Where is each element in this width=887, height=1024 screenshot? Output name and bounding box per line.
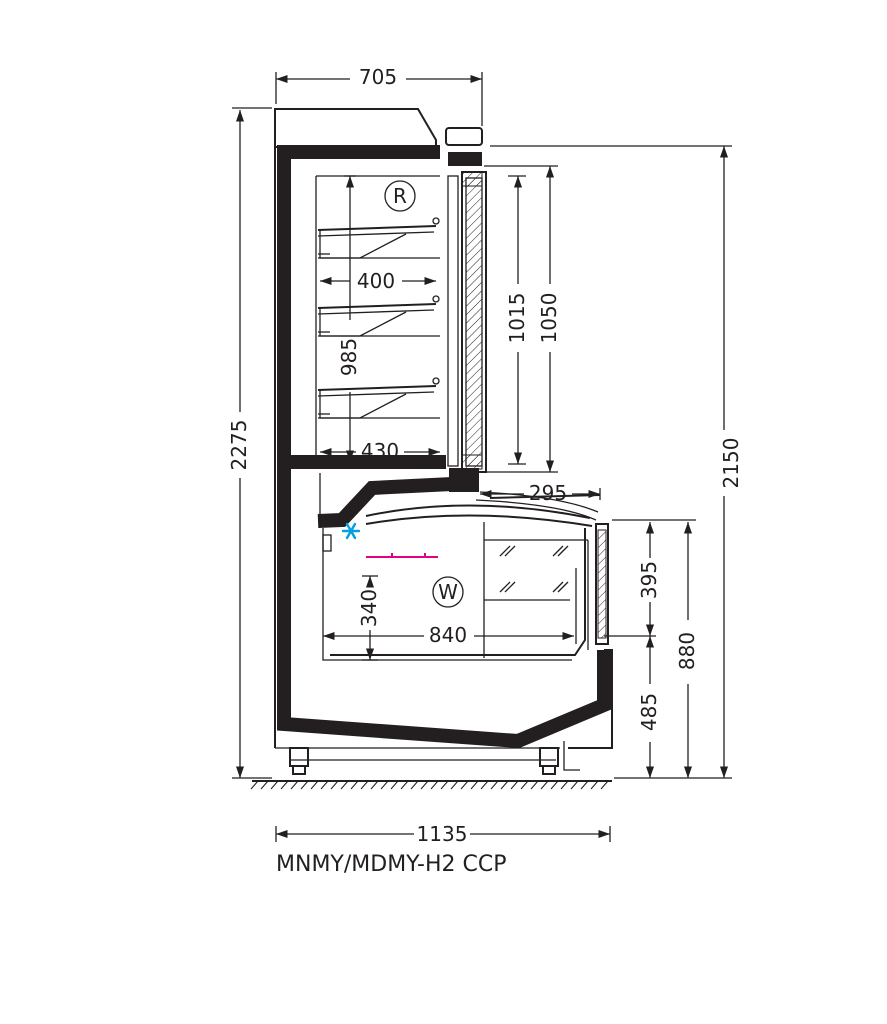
- cabinet-outline: [274, 108, 613, 775]
- label-circle-lower: W: [432, 576, 464, 608]
- dimension-labels: 705 2275 400 985 430 1015 1050 295 2150 …: [227, 65, 743, 846]
- shelves: [317, 217, 440, 419]
- dim-well-depth: 840: [429, 623, 467, 647]
- dimension-lines: [232, 72, 732, 842]
- dim-shelf-depth: 400: [357, 269, 395, 293]
- shelf: [317, 377, 440, 419]
- dim-overall-depth: 1135: [417, 822, 468, 846]
- model-caption: MNMY/MDMY-H2 CCP: [276, 852, 507, 877]
- dim-bottom-shelf-depth: 430: [361, 439, 399, 463]
- dim-total-height: 2275: [227, 420, 251, 471]
- label-circle-lower-text: W: [438, 580, 458, 604]
- dim-counter-height: 880: [675, 632, 699, 670]
- dim-top-depth: 705: [359, 65, 397, 89]
- glass-door: [447, 171, 487, 473]
- dim-well-depth-height: 340: [357, 589, 381, 627]
- dim-base-height: 485: [637, 693, 661, 731]
- dim-door-glass-height: 1015: [505, 293, 529, 344]
- floor: [250, 780, 612, 790]
- dim-height-right: 2150: [719, 438, 743, 489]
- well-compartment: [322, 491, 609, 658]
- label-circle-upper-text: R: [393, 184, 407, 208]
- label-circle-upper: R: [384, 180, 416, 212]
- snowflake-icon: [341, 522, 361, 540]
- dim-door-height: 1050: [537, 293, 561, 344]
- dim-well-front-height: 395: [637, 561, 661, 599]
- dim-canopy-depth: 295: [529, 481, 567, 505]
- shelf: [317, 295, 440, 337]
- extension-lines: [232, 72, 732, 842]
- shelf: [317, 217, 440, 259]
- dim-shelf-height: 985: [337, 338, 361, 376]
